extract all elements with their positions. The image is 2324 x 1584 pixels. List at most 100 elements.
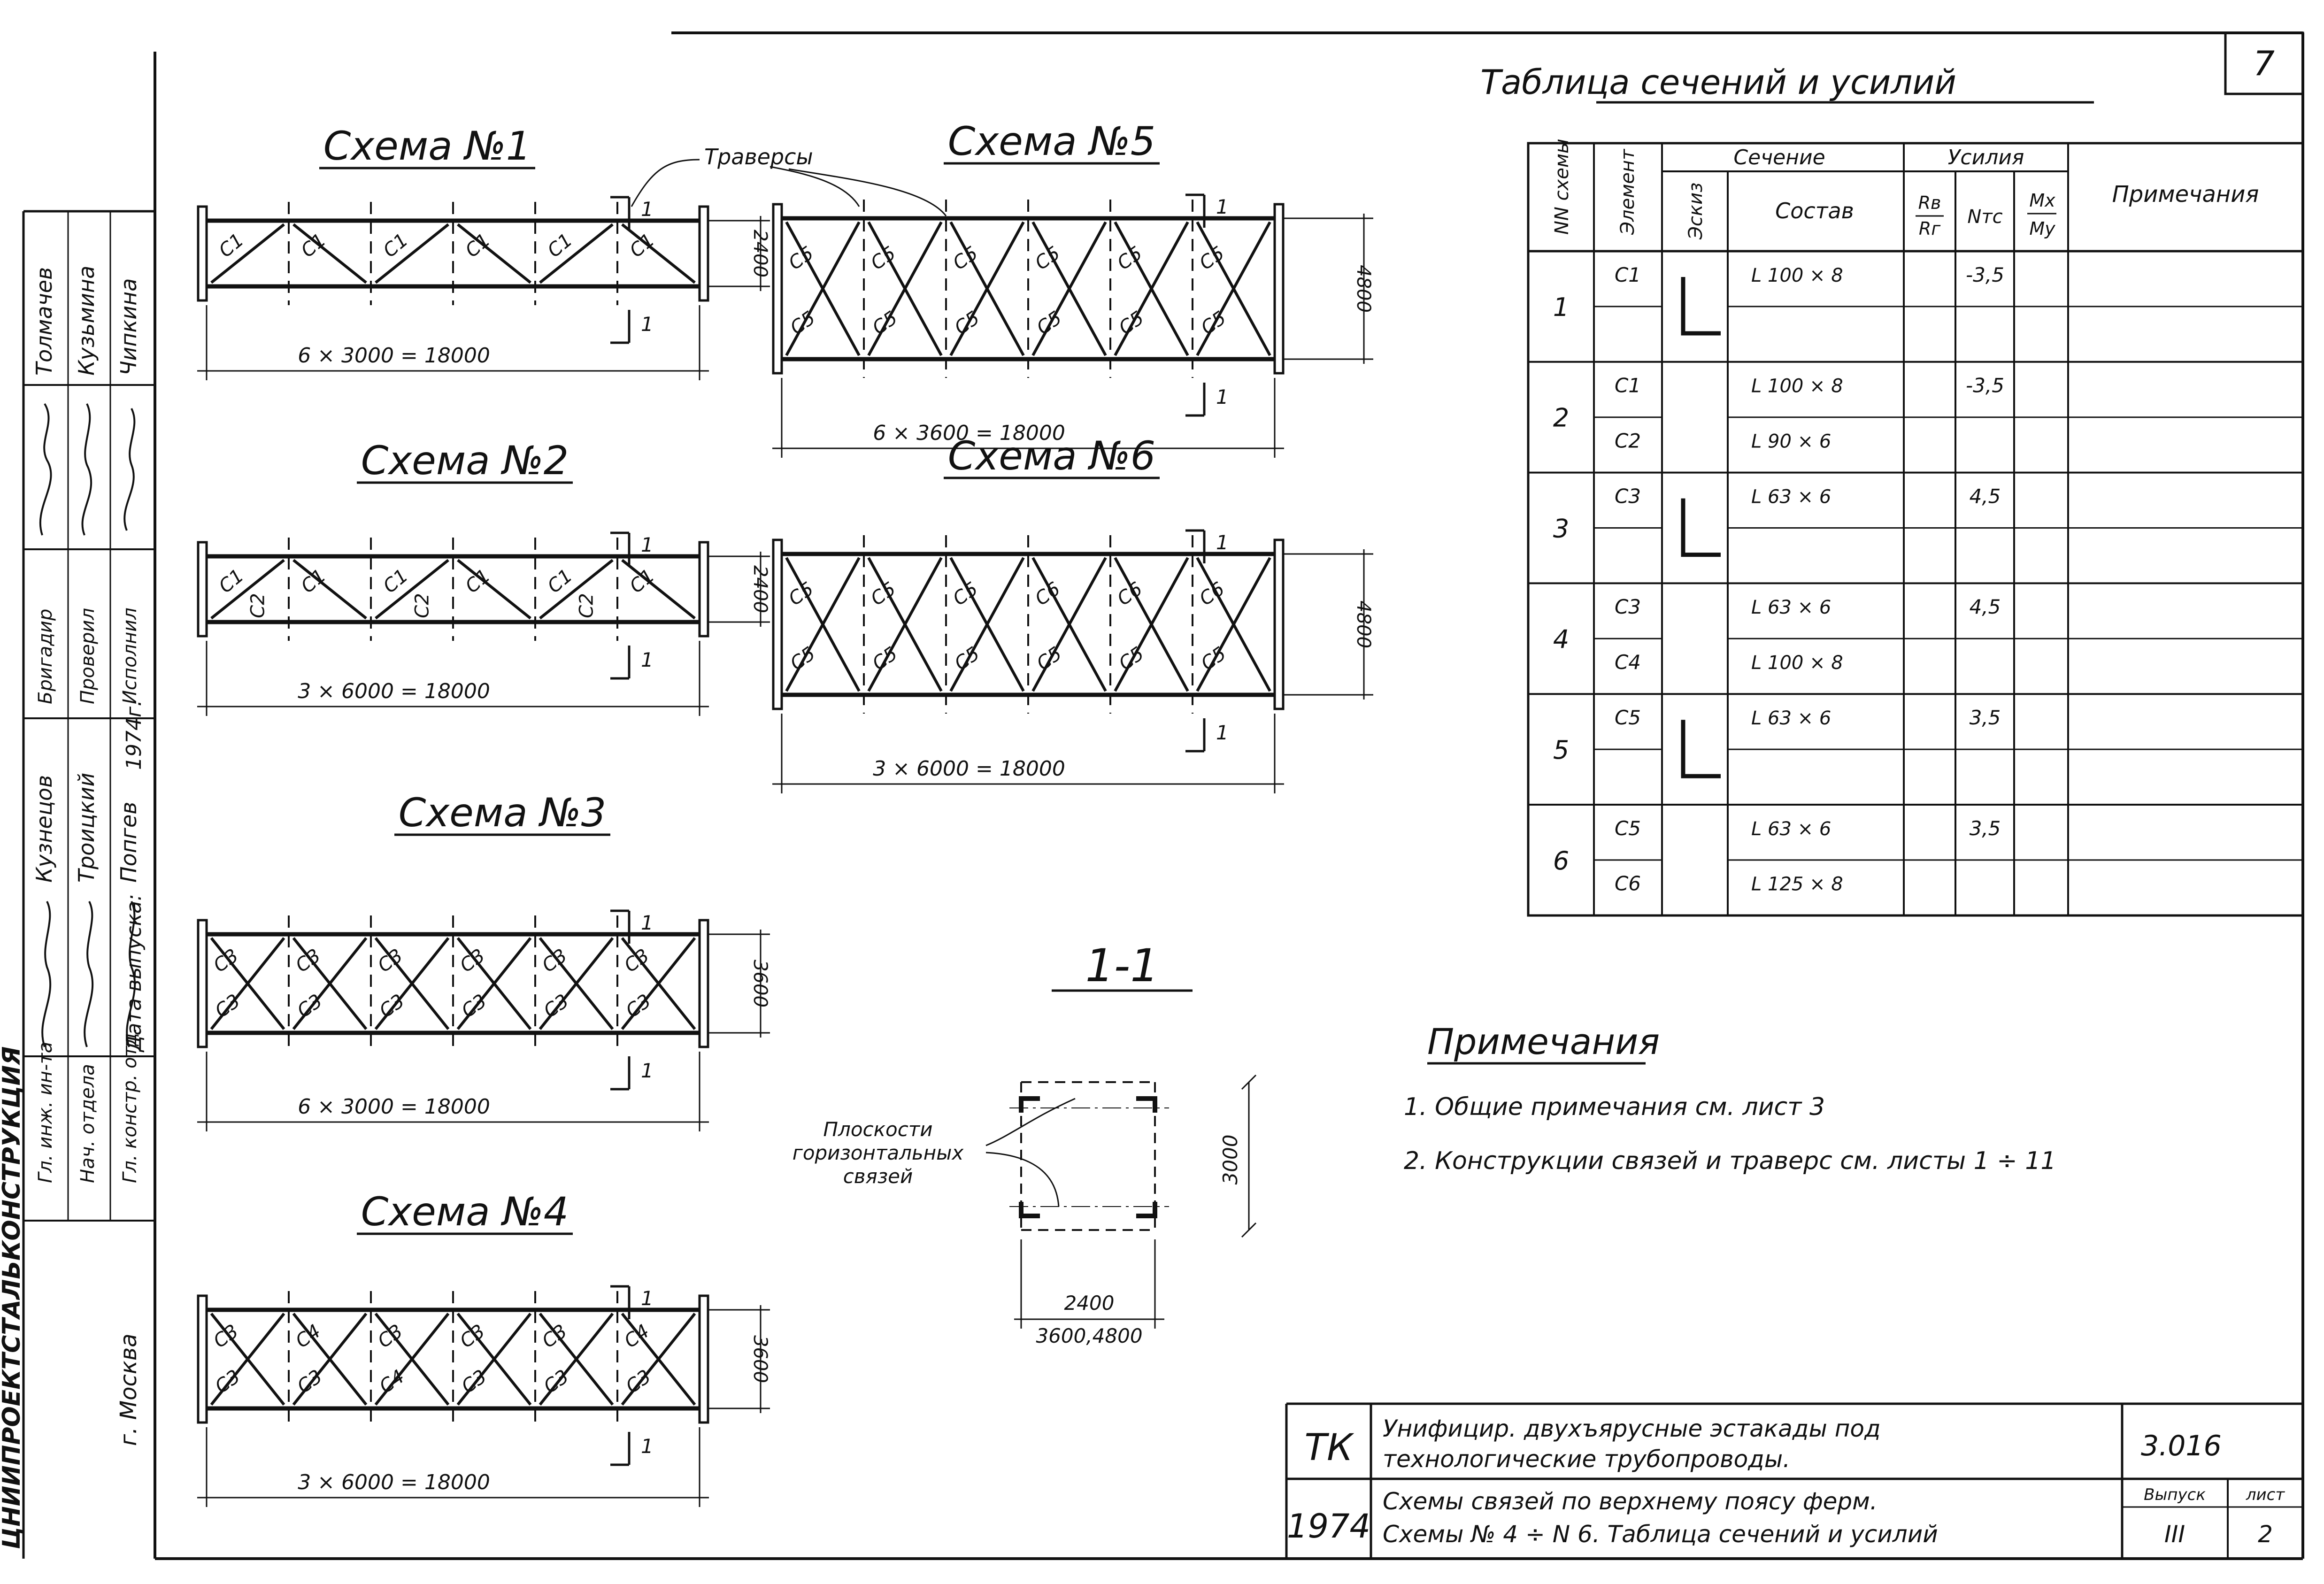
member-label: С5	[786, 643, 819, 675]
project-line-1: Унифицир. двухъярусные эстакады под	[1383, 1415, 1881, 1442]
header-forces: Усилия	[1948, 146, 2024, 169]
diagonal	[949, 221, 1025, 356]
diagonal	[292, 937, 368, 1030]
sheet-title-line-2: Схемы № 4 ÷ N 6. Таблица сечений и усили…	[1383, 1521, 1938, 1548]
traverse-label: Траверсы	[704, 144, 813, 169]
diagonal	[785, 557, 861, 692]
diagonal	[539, 937, 614, 1030]
row-force: -3,5	[1966, 263, 2004, 286]
section-mark-label: 1	[641, 1287, 654, 1310]
note-2: 2. Конструкции связей и траверс см. лист…	[1404, 1147, 2056, 1175]
member-label: С2	[247, 593, 269, 618]
diagonal	[1114, 221, 1189, 356]
member-label: С5	[1197, 307, 1230, 339]
member-label: С1	[297, 229, 330, 262]
role-checked: Проверил	[77, 608, 99, 704]
scheme-title: Схема №1	[323, 123, 531, 169]
table-title: Таблица сечений и усилий	[1480, 62, 1956, 102]
sheet-label: лист	[2246, 1485, 2286, 1504]
section-mark-label: 1	[1216, 721, 1229, 744]
header-mx: Mx	[2029, 190, 2055, 211]
end-post-right	[698, 1294, 709, 1424]
row-element: С5	[1615, 706, 1641, 729]
row-scheme-no: 1	[1553, 292, 1569, 322]
row-element: С2	[1615, 430, 1641, 453]
diagonal	[456, 1313, 532, 1406]
end-post-left	[197, 541, 208, 638]
end-post-right	[698, 205, 709, 302]
diagonal	[1031, 221, 1107, 356]
scheme-title: Схема №2	[361, 438, 569, 484]
role-brigadier: Бригадир	[35, 609, 56, 704]
row-composition: L 100 × 8	[1751, 376, 1843, 397]
span-dimension: 3 × 6000 = 18000	[298, 679, 490, 703]
sections-table: Таблица сечений и усилий NN схемы Элемен…	[1480, 62, 2304, 917]
diagonal	[375, 559, 449, 620]
diagonal	[785, 221, 861, 356]
diagonal	[1031, 557, 1107, 692]
member-label: С1	[462, 565, 494, 598]
role-chief-designer: Гл. констр. отд.	[119, 1027, 141, 1183]
member-label: С5	[1033, 643, 1066, 675]
member-label: С5	[1115, 643, 1148, 675]
row-element: С6	[1615, 872, 1641, 895]
section-mark-label: 1	[641, 1435, 654, 1458]
name-troitsky: Троицкий	[74, 773, 99, 883]
header-sketch: Эскиз	[1685, 183, 1707, 240]
header-my: My	[2029, 218, 2055, 239]
role-executed: Исполнил	[119, 607, 141, 704]
section-title: 1-1	[1085, 939, 1159, 992]
end-post-left	[197, 1294, 208, 1424]
sheet-number: 7	[2253, 44, 2275, 83]
row-composition: L 63 × 6	[1751, 818, 1831, 840]
member-label: С5	[869, 643, 901, 675]
end-post-left	[197, 919, 208, 1048]
section-mark-label: 1	[641, 313, 654, 336]
row-element: С1	[1615, 374, 1641, 397]
year-left: 1974г.	[122, 700, 146, 770]
section-mark-label: 1	[1216, 531, 1229, 554]
name-kuznetsov: Кузнецов	[31, 775, 57, 883]
row-scheme-no: 3	[1553, 514, 1569, 544]
section-mark-label: 1	[641, 1059, 654, 1082]
end-post-right	[698, 541, 709, 638]
row-force: 3,5	[1970, 817, 2001, 840]
diagonal	[1196, 221, 1271, 356]
date-label: Дата выпуска:	[122, 894, 146, 1053]
diagonal	[621, 223, 696, 284]
section-label-line3: связей	[843, 1165, 913, 1188]
row-composition: L 63 × 6	[1751, 707, 1831, 729]
angle-sketch-icon	[1681, 498, 1721, 557]
row-element: С1	[1615, 263, 1641, 286]
diagonal	[457, 223, 531, 284]
diagonal	[867, 557, 943, 692]
member-label: С5	[1197, 643, 1230, 675]
diagonal	[539, 1313, 614, 1406]
notes-title: Примечания	[1427, 1021, 1660, 1062]
row-element: С3	[1615, 484, 1641, 507]
diagonal	[210, 223, 285, 284]
span-dimension: 6 × 3600 = 18000	[873, 421, 1065, 445]
diagonal	[1196, 557, 1271, 692]
diagonal	[292, 223, 367, 284]
row-element: С3	[1615, 595, 1641, 618]
row-scheme-no: 2	[1553, 403, 1569, 433]
section-mark-label: 1	[641, 533, 654, 556]
row-force: 3,5	[1970, 706, 2001, 729]
header-rg: Rг	[1919, 218, 1941, 239]
row-scheme-no: 5	[1553, 735, 1569, 765]
row-force: -3,5	[1966, 374, 2004, 397]
span-dimension: 3 × 6000 = 18000	[298, 1470, 490, 1494]
diagonal	[457, 559, 531, 620]
span-dimension: 6 × 3000 = 18000	[298, 344, 490, 368]
diagonal	[292, 1313, 368, 1406]
name-tolmachev: Толмачев	[31, 267, 57, 376]
section-mark-label: 1	[641, 198, 654, 221]
row-element: С4	[1615, 651, 1641, 674]
member-label: С1	[297, 565, 330, 598]
scheme-title: Схема №3	[399, 790, 606, 836]
